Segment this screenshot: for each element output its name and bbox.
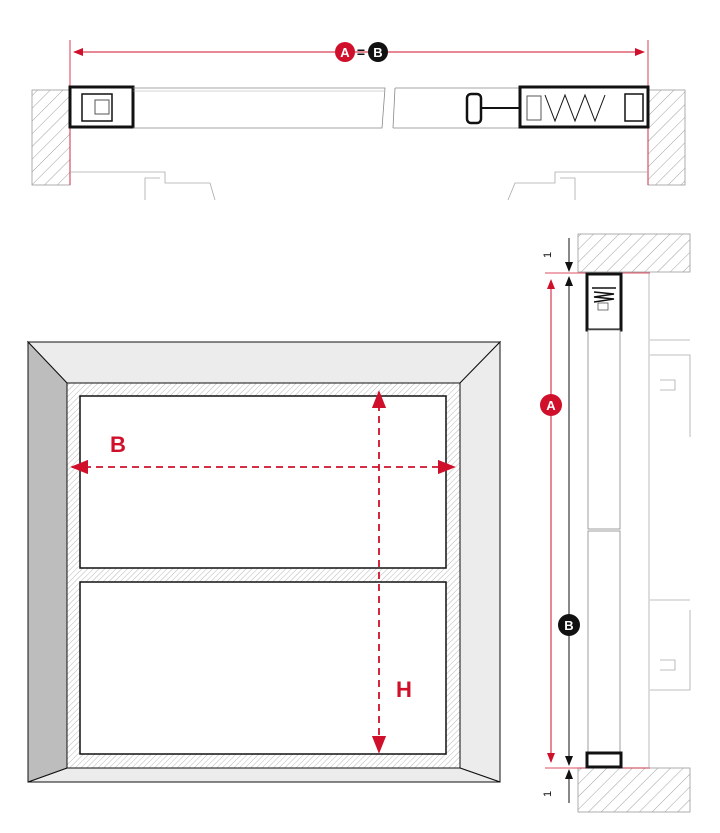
- frame-bottom: [27, 767, 501, 783]
- handle-profile: [465, 92, 483, 125]
- front-elevation-view: B H: [26, 340, 502, 783]
- top-profile: [585, 272, 623, 332]
- badge-b-side: B: [558, 614, 580, 636]
- frame-top: [26, 341, 502, 384]
- equals-sign: =: [357, 44, 365, 60]
- svg-text:A: A: [340, 45, 350, 60]
- bottom-wall: [577, 767, 691, 813]
- svg-text:B: B: [564, 618, 573, 633]
- gap-bottom-label: 1: [542, 791, 554, 797]
- side-panel-lower: [587, 530, 621, 754]
- top-wall: [577, 233, 691, 273]
- left-wall: [31, 89, 71, 186]
- bottom-profile: [585, 751, 623, 769]
- badge-a-side: A: [540, 394, 562, 416]
- frame-right: [459, 340, 501, 783]
- svg-text:B: B: [373, 45, 382, 60]
- height-label: H: [396, 677, 412, 702]
- badge-b-top: B: [368, 42, 388, 62]
- width-label: B: [110, 432, 126, 457]
- frame-left: [27, 340, 68, 783]
- badge-a-top: A: [335, 42, 355, 62]
- lower-pane: [79, 581, 447, 755]
- top-section-view: [31, 40, 686, 201]
- right-wall: [647, 89, 686, 186]
- side-section-view: 1 1: [542, 233, 691, 813]
- gap-top-label: 1: [542, 252, 554, 258]
- side-panel-upper: [587, 329, 621, 530]
- upper-pane: [79, 395, 447, 569]
- svg-text:A: A: [546, 398, 556, 413]
